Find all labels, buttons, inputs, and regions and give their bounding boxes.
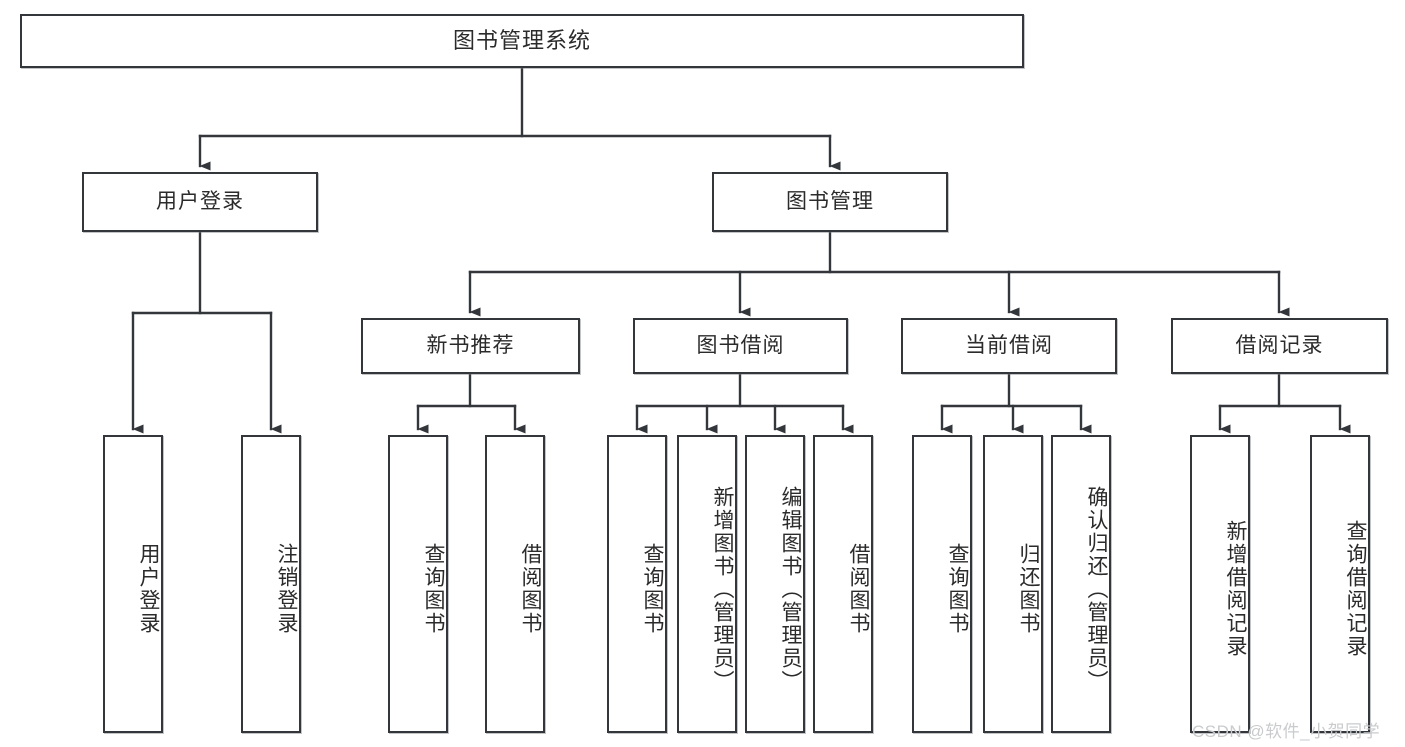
leaf-label: 编辑图书（管理员）: [779, 485, 802, 693]
node-new-book-recommend[interactable]: 新书推荐: [361, 318, 580, 374]
leaf-logout[interactable]: 注销登录: [241, 435, 301, 733]
leaf-label: 注销登录: [275, 543, 298, 635]
leaf-label: 查询图书: [422, 543, 445, 635]
leaf-label: 查询图书: [641, 543, 664, 635]
leaf-label: 查询图书: [946, 543, 969, 635]
leaf-label: 借阅图书: [519, 543, 542, 635]
node-book-management-label: 图书管理: [786, 190, 874, 214]
leaf-return-book[interactable]: 归还图书: [983, 435, 1043, 733]
node-root-label: 图书管理系统: [452, 27, 591, 53]
leaf-query-borrow-record[interactable]: 查询借阅记录: [1310, 435, 1370, 733]
leaf-query-book-current[interactable]: 查询图书: [912, 435, 972, 733]
node-borrow-record-label: 借阅记录: [1235, 334, 1324, 358]
leaf-query-book-borrow[interactable]: 查询图书: [607, 435, 667, 733]
node-new-book-recommend-label: 新书推荐: [426, 334, 515, 358]
leaf-query-book-new[interactable]: 查询图书: [388, 435, 448, 733]
leaf-label: 确认归还（管理员）: [1085, 485, 1108, 693]
leaf-borrow-book-new[interactable]: 借阅图书: [485, 435, 545, 733]
leaf-confirm-return-admin[interactable]: 确认归还（管理员）: [1051, 435, 1111, 733]
leaf-label: 借阅图书: [847, 543, 870, 635]
node-current-borrow[interactable]: 当前借阅: [901, 318, 1117, 374]
leaf-edit-book-admin[interactable]: 编辑图书（管理员）: [745, 435, 805, 733]
leaf-add-borrow-record[interactable]: 新增借阅记录: [1190, 435, 1250, 733]
leaf-add-book-admin[interactable]: 新增图书（管理员）: [677, 435, 737, 733]
node-book-borrow-label: 图书借阅: [696, 334, 785, 358]
leaf-label: 用户登录: [137, 543, 160, 635]
leaf-label: 新增借阅记录: [1224, 520, 1247, 658]
node-root[interactable]: 图书管理系统: [20, 14, 1024, 68]
leaf-label: 归还图书: [1017, 543, 1040, 635]
leaf-borrow-book[interactable]: 借阅图书: [813, 435, 873, 733]
node-current-borrow-label: 当前借阅: [965, 334, 1053, 358]
node-user-login[interactable]: 用户登录: [82, 172, 318, 232]
csdn-watermark: CSDN @软件_小贺同学: [1192, 722, 1381, 741]
node-user-login-label: 用户登录: [156, 190, 244, 214]
leaf-label: 新增图书（管理员）: [711, 485, 734, 693]
node-borrow-record[interactable]: 借阅记录: [1171, 318, 1388, 374]
leaf-label: 查询借阅记录: [1344, 520, 1367, 658]
leaf-user-login[interactable]: 用户登录: [103, 435, 163, 733]
node-book-borrow[interactable]: 图书借阅: [633, 318, 848, 374]
node-book-management[interactable]: 图书管理: [712, 172, 948, 232]
